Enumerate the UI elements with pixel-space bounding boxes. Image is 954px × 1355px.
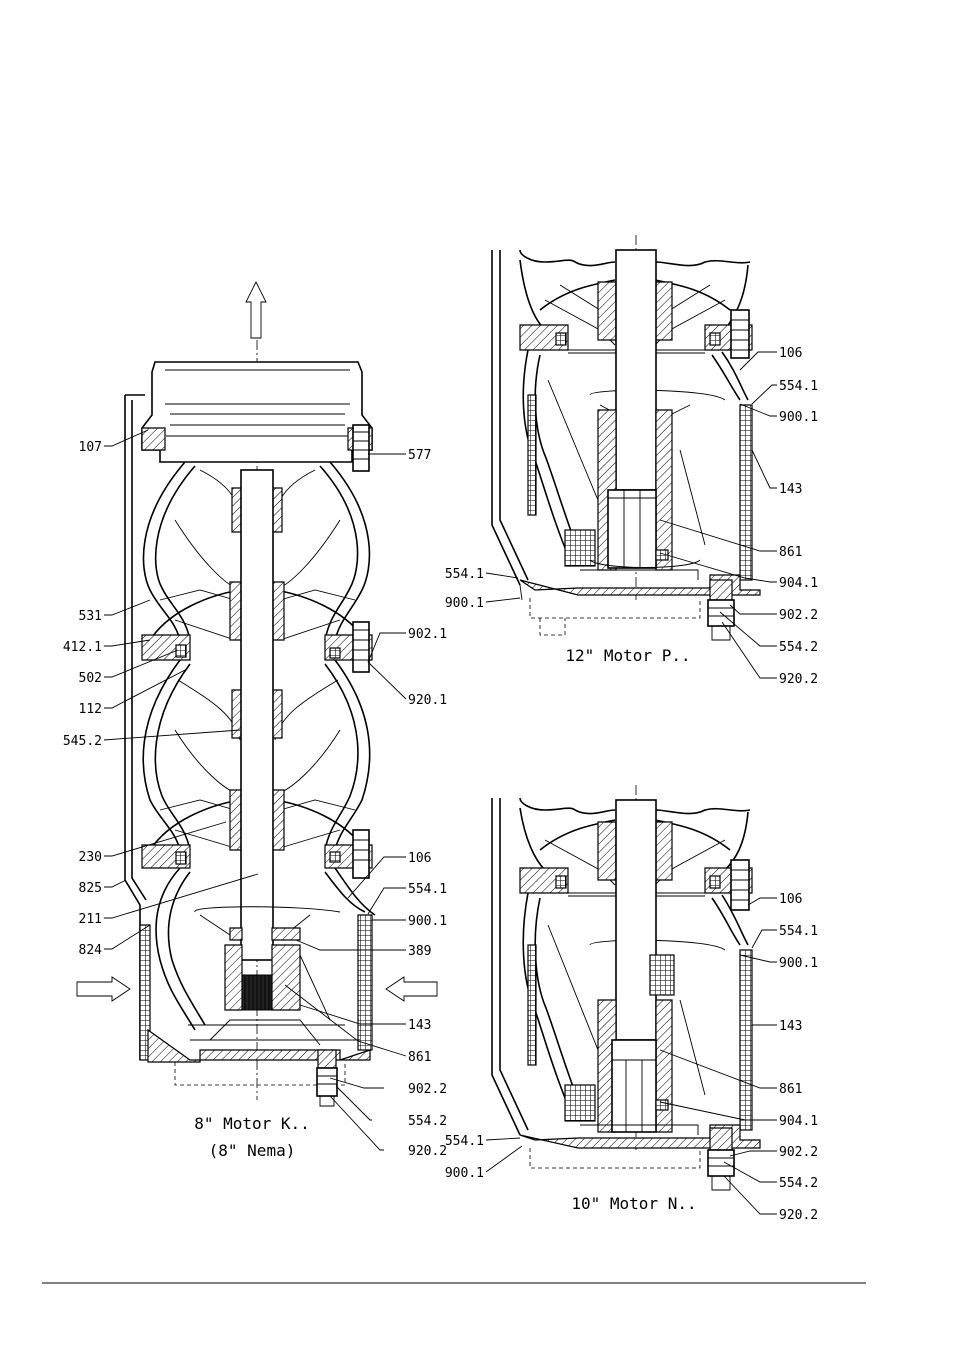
- flow-arrow-up-icon: [246, 282, 266, 338]
- part-label: 554.2: [408, 1114, 447, 1129]
- part-label: 554.1: [779, 924, 818, 939]
- part-label: 920.2: [408, 1144, 447, 1159]
- part-label: 143: [408, 1018, 431, 1033]
- view-title: (8" Nema): [209, 1141, 296, 1160]
- part-label: 920.2: [779, 672, 818, 687]
- part-label: 106: [779, 892, 802, 907]
- part-label: 824: [79, 943, 103, 958]
- part-label: 502: [79, 671, 102, 686]
- part-label: 900.1: [779, 956, 818, 971]
- bolt-lower-stage: [353, 830, 369, 878]
- part-label: 904.1: [779, 576, 818, 591]
- part-label: 920.1: [408, 693, 447, 708]
- flow-arrow-right-icon: [77, 977, 130, 1001]
- part-label: 920.2: [779, 1208, 818, 1223]
- part-label: 389: [408, 944, 431, 959]
- part-label: 143: [779, 482, 802, 497]
- part-labels: 107 531 412.1 502 112 545.2 230 825 211 824 577 902…: [63, 346, 818, 1223]
- flow-arrow-left-icon: [386, 977, 437, 1001]
- part-label: 211: [79, 912, 102, 927]
- part-label: 577: [408, 448, 431, 463]
- part-label: 106: [779, 346, 802, 361]
- part-label: 861: [779, 545, 802, 560]
- part-label: 143: [779, 1019, 802, 1034]
- part-label: 412.1: [63, 640, 102, 655]
- part-label: 545.2: [63, 734, 102, 749]
- view-title: 10" Motor N..: [571, 1194, 696, 1213]
- strainer-143: [358, 915, 372, 1050]
- view-title: 8" Motor K..: [194, 1114, 310, 1133]
- part-label: 902.2: [779, 1145, 818, 1160]
- part-label: 900.1: [445, 1166, 484, 1181]
- part-label: 107: [79, 440, 102, 455]
- motor-flange: [148, 1030, 370, 1062]
- bolt-902-1: [353, 622, 369, 672]
- part-label: 531: [79, 609, 102, 624]
- part-label: 900.1: [779, 410, 818, 425]
- part-label: 861: [779, 1082, 802, 1097]
- view-title: 12" Motor P..: [565, 646, 690, 665]
- part-label: 825: [79, 881, 102, 896]
- discharge-socket: [142, 362, 372, 462]
- part-label: 554.2: [779, 640, 818, 655]
- part-label: 902.1: [408, 627, 447, 642]
- part-label: 900.1: [408, 914, 447, 929]
- view-8in-motor-k: [125, 282, 375, 1106]
- view-10in-motor-n: [492, 785, 760, 1190]
- stud-902-2: [318, 1050, 336, 1068]
- part-label: 902.2: [779, 608, 818, 623]
- part-label: 554.1: [445, 567, 484, 582]
- part-label: 554.1: [779, 379, 818, 394]
- part-label: 554.2: [779, 1176, 818, 1191]
- part-label: 106: [408, 851, 431, 866]
- shaft-211: [241, 470, 273, 960]
- part-label: 554.1: [408, 882, 447, 897]
- view-12in-motor-p: [492, 235, 760, 640]
- part-label: 554.1: [445, 1134, 484, 1149]
- part-label: 902.2: [408, 1082, 447, 1097]
- part-label: 230: [79, 850, 102, 865]
- part-label: 900.1: [445, 596, 484, 611]
- part-label: 904.1: [779, 1114, 818, 1129]
- part-label: 112: [79, 702, 102, 717]
- part-label: 861: [408, 1050, 431, 1065]
